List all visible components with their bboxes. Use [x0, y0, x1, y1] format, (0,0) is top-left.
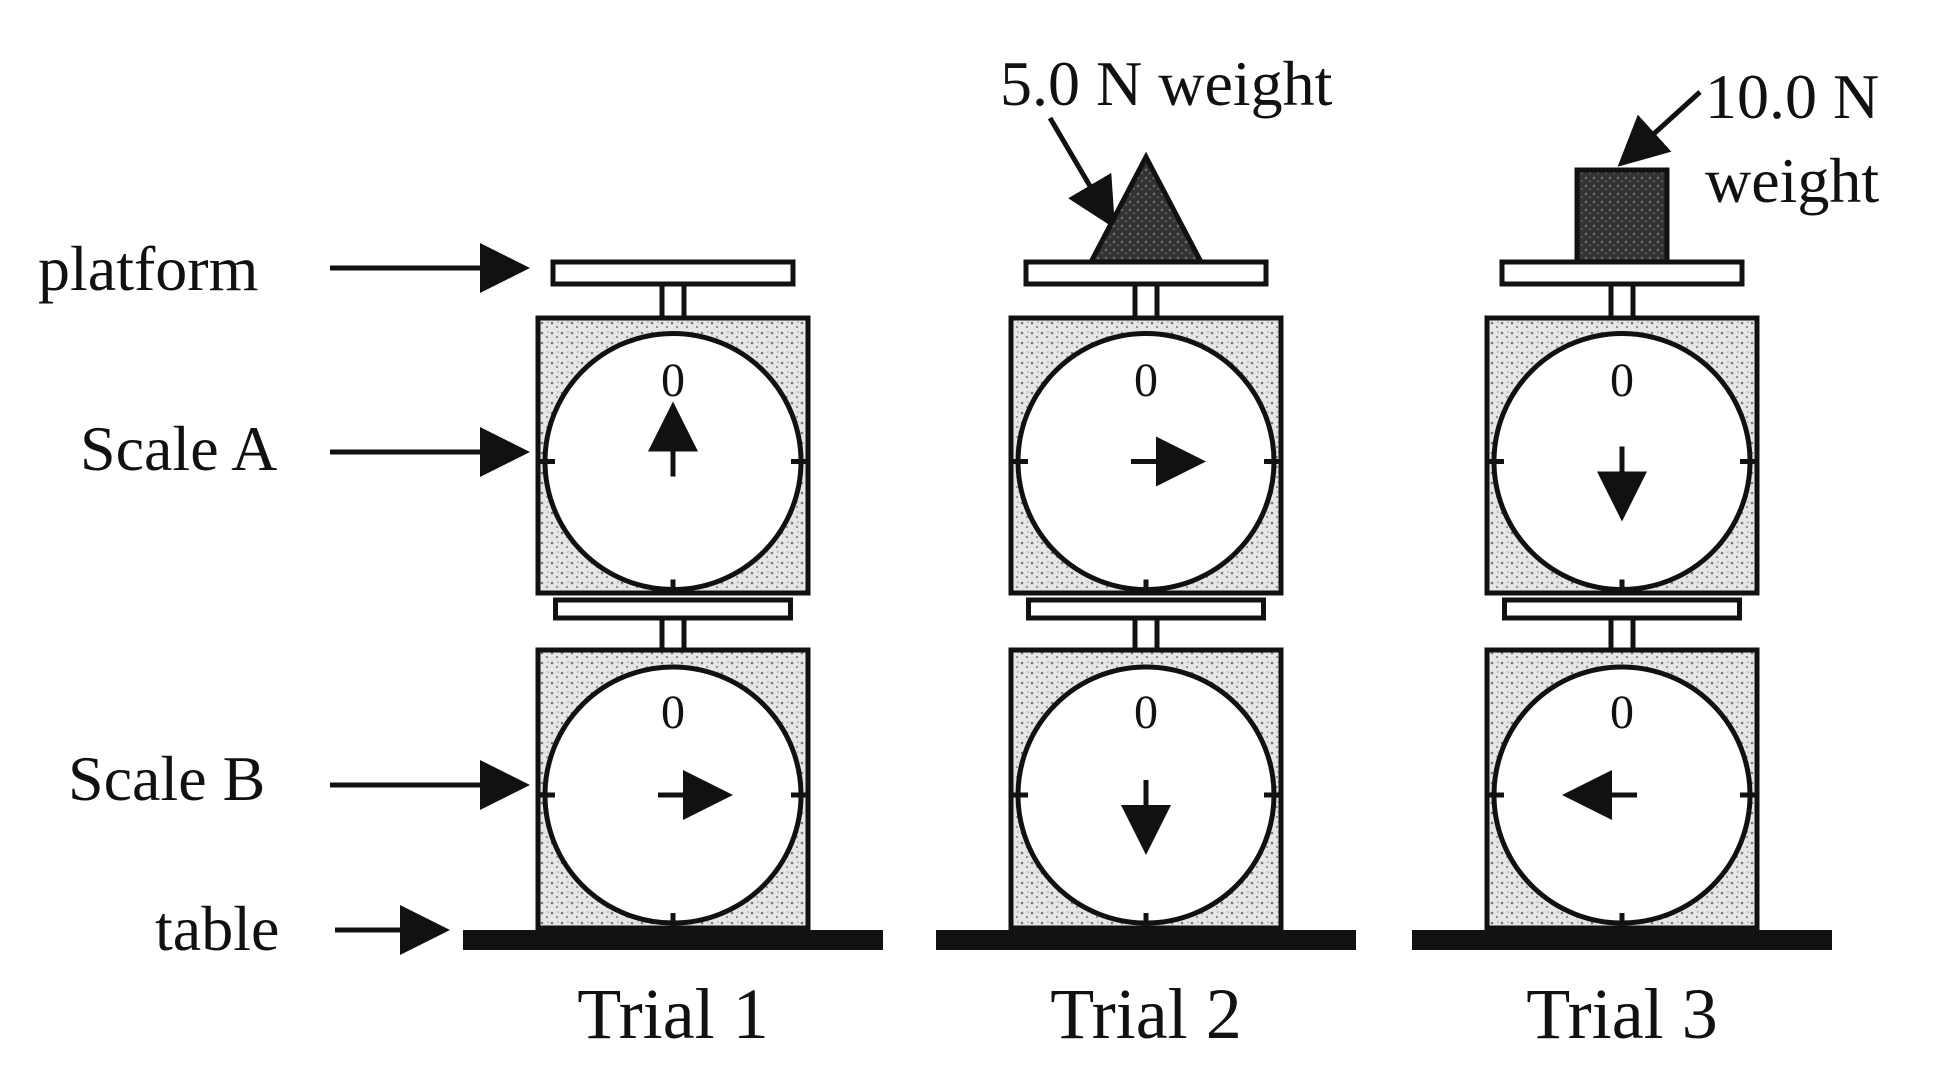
trial-1-platform — [550, 259, 796, 287]
trial-3-scale-b-zero-label: 0 — [1610, 686, 1634, 739]
trial-1-table — [463, 930, 883, 950]
scale-a-label: Scale A — [80, 413, 277, 484]
trial-3-stem-a — [1608, 281, 1636, 321]
trial-2-table — [936, 930, 1356, 950]
trial-1-stem-a — [659, 281, 687, 321]
trial-2-platform — [1023, 259, 1269, 287]
trial-2-scale-b-zero-label: 0 — [1134, 686, 1158, 739]
trial-2-scale-a-zero-label: 0 — [1134, 354, 1158, 407]
trial-3-table — [1412, 930, 1832, 950]
trial-1-scale-b-zero-label: 0 — [661, 686, 685, 739]
weight-5n-label: 5.0 N weight — [1000, 48, 1333, 119]
trial-2-stem-a — [1132, 281, 1160, 321]
weight-5n-triangle — [1086, 151, 1206, 265]
weight-10n-block — [1574, 167, 1670, 265]
trial-1-scale-b-platform — [553, 597, 793, 621]
weight-10n-label-line2: weight — [1705, 145, 1879, 216]
trial-1-scale-a-zero-label: 0 — [661, 354, 685, 407]
trial-3-label: Trial 3 — [1526, 974, 1717, 1054]
table-label: table — [155, 893, 279, 964]
trial-3-scale-b-platform — [1502, 597, 1742, 621]
trial-2-stem-b — [1132, 615, 1160, 653]
weight-5n-pointer-arrow — [1047, 116, 1116, 229]
trial-2-label: Trial 2 — [1050, 974, 1241, 1054]
scale-b-label: Scale B — [68, 743, 265, 814]
weight-10n-label-line1: 10.0 N — [1705, 61, 1879, 132]
platform-label: platform — [38, 233, 258, 304]
trial-3-stem-b — [1608, 615, 1636, 653]
trial-3-platform — [1499, 259, 1745, 287]
trial-2-scale-b-platform — [1026, 597, 1266, 621]
trial-1-label: Trial 1 — [577, 974, 768, 1054]
trial-3-scale-a-zero-label: 0 — [1610, 354, 1634, 407]
trial-1-stem-b — [659, 615, 687, 653]
weight-10n-pointer-arrow — [1617, 90, 1702, 167]
